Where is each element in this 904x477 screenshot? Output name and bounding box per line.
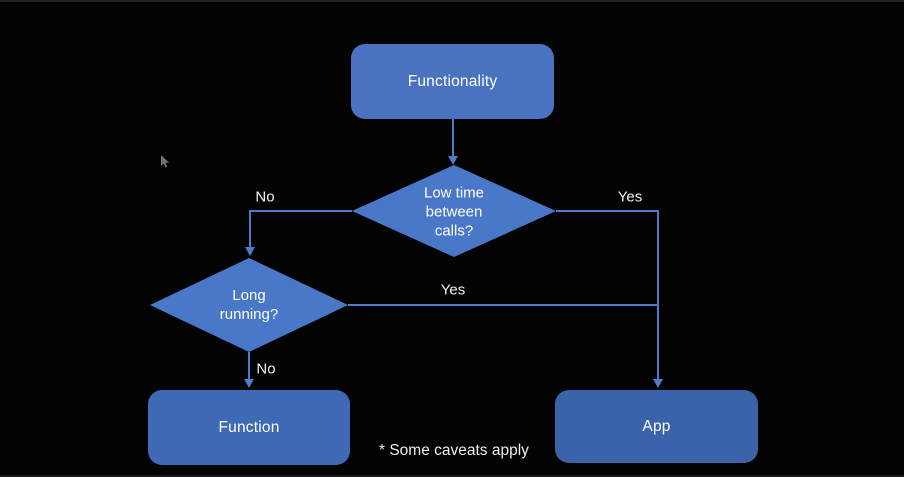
- edge-lowtime-yes-to-app: [556, 210, 659, 380]
- node-app-label: App: [642, 417, 671, 435]
- decision-long-running-shape: [150, 258, 348, 352]
- arrowhead-into-function: [244, 379, 254, 388]
- decision-low-time-line3: calls?: [434, 222, 474, 240]
- arrowhead-into-lowtime: [448, 156, 458, 165]
- edge-label-no-bottom: No: [256, 360, 276, 378]
- frame-bottom-edge: [0, 475, 904, 477]
- frame-top-edge: [0, 0, 904, 2]
- node-app: App: [555, 390, 758, 463]
- mouse-cursor-icon: [161, 155, 169, 168]
- node-function: Function: [148, 390, 350, 465]
- decision-low-time-line1: Low time: [423, 184, 485, 202]
- node-functionality-label: Functionality: [407, 72, 498, 90]
- node-function-label: Function: [218, 418, 280, 436]
- edge-lowtime-no-to-longrunning: [249, 210, 352, 248]
- decision-low-time-shape: [352, 165, 556, 257]
- decision-long-running-line2: running?: [219, 306, 279, 323]
- arrowhead-into-longrunning: [245, 247, 255, 256]
- node-functionality: Functionality: [351, 44, 554, 119]
- edge-label-yes-middle: Yes: [440, 281, 466, 299]
- decision-long-running-label: Long running?: [220, 286, 278, 324]
- edge-label-no-left: No: [255, 188, 275, 206]
- decision-low-time-line2: between: [425, 203, 483, 221]
- decision-long-running-line1: Long: [232, 287, 266, 304]
- edge-label-yes-right: Yes: [617, 188, 643, 206]
- footnote-caveats: * Some caveats apply: [379, 442, 529, 459]
- arrowhead-into-app: [653, 379, 663, 388]
